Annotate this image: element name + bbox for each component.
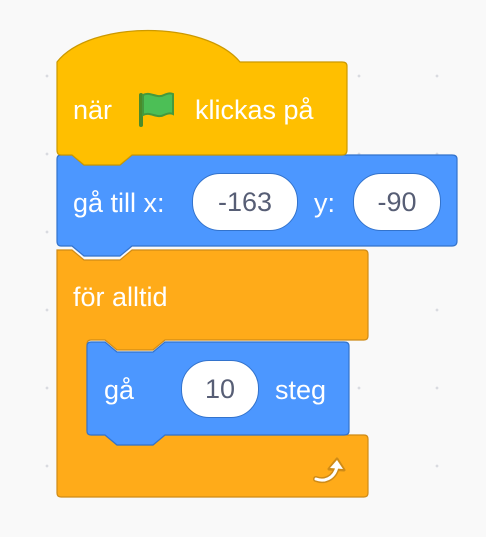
- steps-value-input[interactable]: 10: [181, 360, 259, 418]
- goto-label-x: gå till x:: [73, 188, 165, 218]
- move-label-after: steg: [275, 375, 327, 405]
- move-label-before: gå: [104, 375, 135, 405]
- loop-arrow-icon: [313, 457, 346, 484]
- goto-label-y: y:: [314, 188, 336, 218]
- forever-label: för alltid: [73, 282, 168, 312]
- x-value-input[interactable]: -163: [192, 173, 298, 231]
- hat-text-before: när: [73, 95, 113, 125]
- hat-text-after: klickas på: [195, 95, 314, 125]
- hat-block[interactable]: [56, 30, 348, 166]
- green-flag-icon[interactable]: [135, 89, 177, 129]
- y-value-input[interactable]: -90: [353, 173, 441, 231]
